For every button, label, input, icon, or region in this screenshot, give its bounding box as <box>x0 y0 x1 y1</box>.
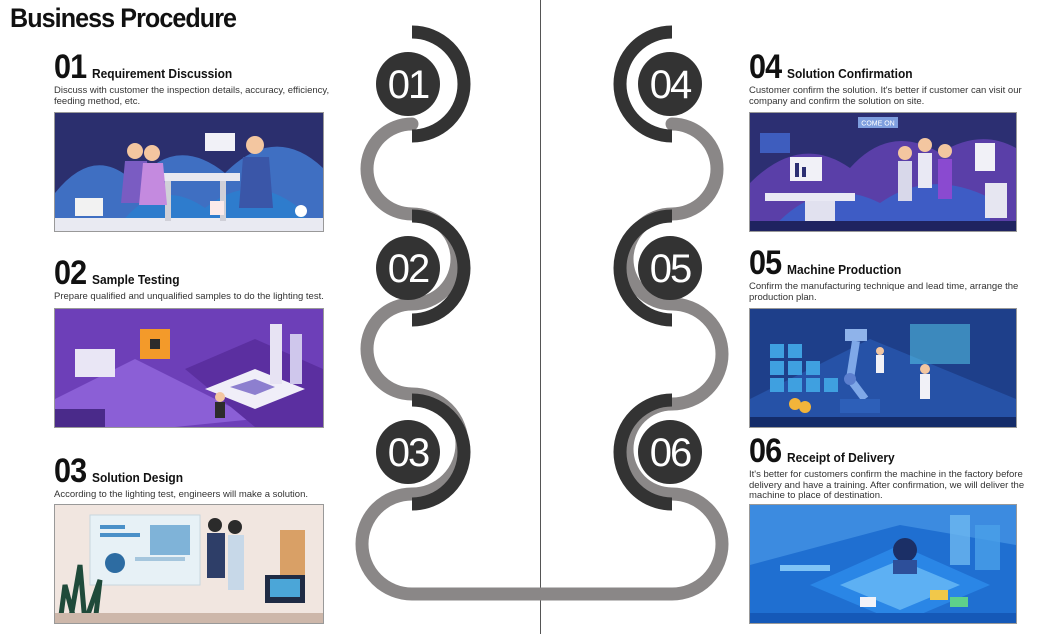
step-description: Confirm the manufacturing technique and … <box>749 281 1019 303</box>
step-number: 01 <box>54 48 87 86</box>
step-title: Solution Design <box>91 470 183 485</box>
design-illustration <box>54 504 324 624</box>
step-04: 04 Solution Confirmation Customer confir… <box>749 50 1029 107</box>
step-number: 03 <box>54 452 87 490</box>
step-title: Solution Confirmation <box>786 66 913 81</box>
center-divider <box>540 0 541 634</box>
step-title: Receipt of Delivery <box>786 450 895 465</box>
step-marker-label: 06 <box>650 431 691 475</box>
step-number: 05 <box>749 244 782 282</box>
step-marker-label: 03 <box>388 431 429 475</box>
step-title: Sample Testing <box>91 272 180 287</box>
track-segment-left <box>355 117 729 601</box>
step-marker-06: 06 <box>613 393 702 511</box>
step-02: 02 Sample Testing Prepare qualified and … <box>54 256 334 303</box>
step-marker-05: 05 <box>613 209 702 327</box>
step-06: 06 Receipt of Delivery It's better for c… <box>749 434 1029 502</box>
page-title: Business Procedure <box>10 3 237 33</box>
step-marker-01: 01 <box>376 25 471 143</box>
delivery-illustration <box>749 504 1017 624</box>
step-description: Discuss with customer the inspection det… <box>54 85 330 107</box>
step-number: 06 <box>749 432 782 470</box>
step-description: Prepare qualified and unqualified sample… <box>54 291 324 302</box>
meeting-illustration <box>54 112 324 232</box>
step-title: Machine Production <box>786 262 902 277</box>
step-marker-02: 02 <box>376 209 471 327</box>
step-description: Customer confirm the solution. It's bett… <box>749 85 1022 107</box>
step-03: 03 Solution Design According to the ligh… <box>54 454 334 501</box>
production-illustration <box>749 308 1017 428</box>
step-number: 04 <box>749 48 782 86</box>
step-title: Requirement Discussion <box>91 66 233 81</box>
step-01: 01 Requirement Discussion Discuss with c… <box>54 50 334 107</box>
step-marker-04: 04 <box>613 25 702 143</box>
step-marker-label: 04 <box>650 63 692 107</box>
step-marker-03: 03 <box>376 393 471 511</box>
step-marker-label: 01 <box>388 63 429 107</box>
step-05: 05 Machine Production Confirm the manufa… <box>749 246 1029 303</box>
step-marker-label: 02 <box>388 247 429 291</box>
come-on-sign: COME ON <box>861 121 894 128</box>
step-number: 02 <box>54 254 87 292</box>
testing-illustration <box>54 308 324 428</box>
confirmation-illustration: COME ON <box>749 112 1017 232</box>
step-description: It's better for customers confirm the ma… <box>749 469 1025 501</box>
step-description: According to the lighting test, engineer… <box>54 489 308 500</box>
step-marker-label: 05 <box>650 247 691 291</box>
